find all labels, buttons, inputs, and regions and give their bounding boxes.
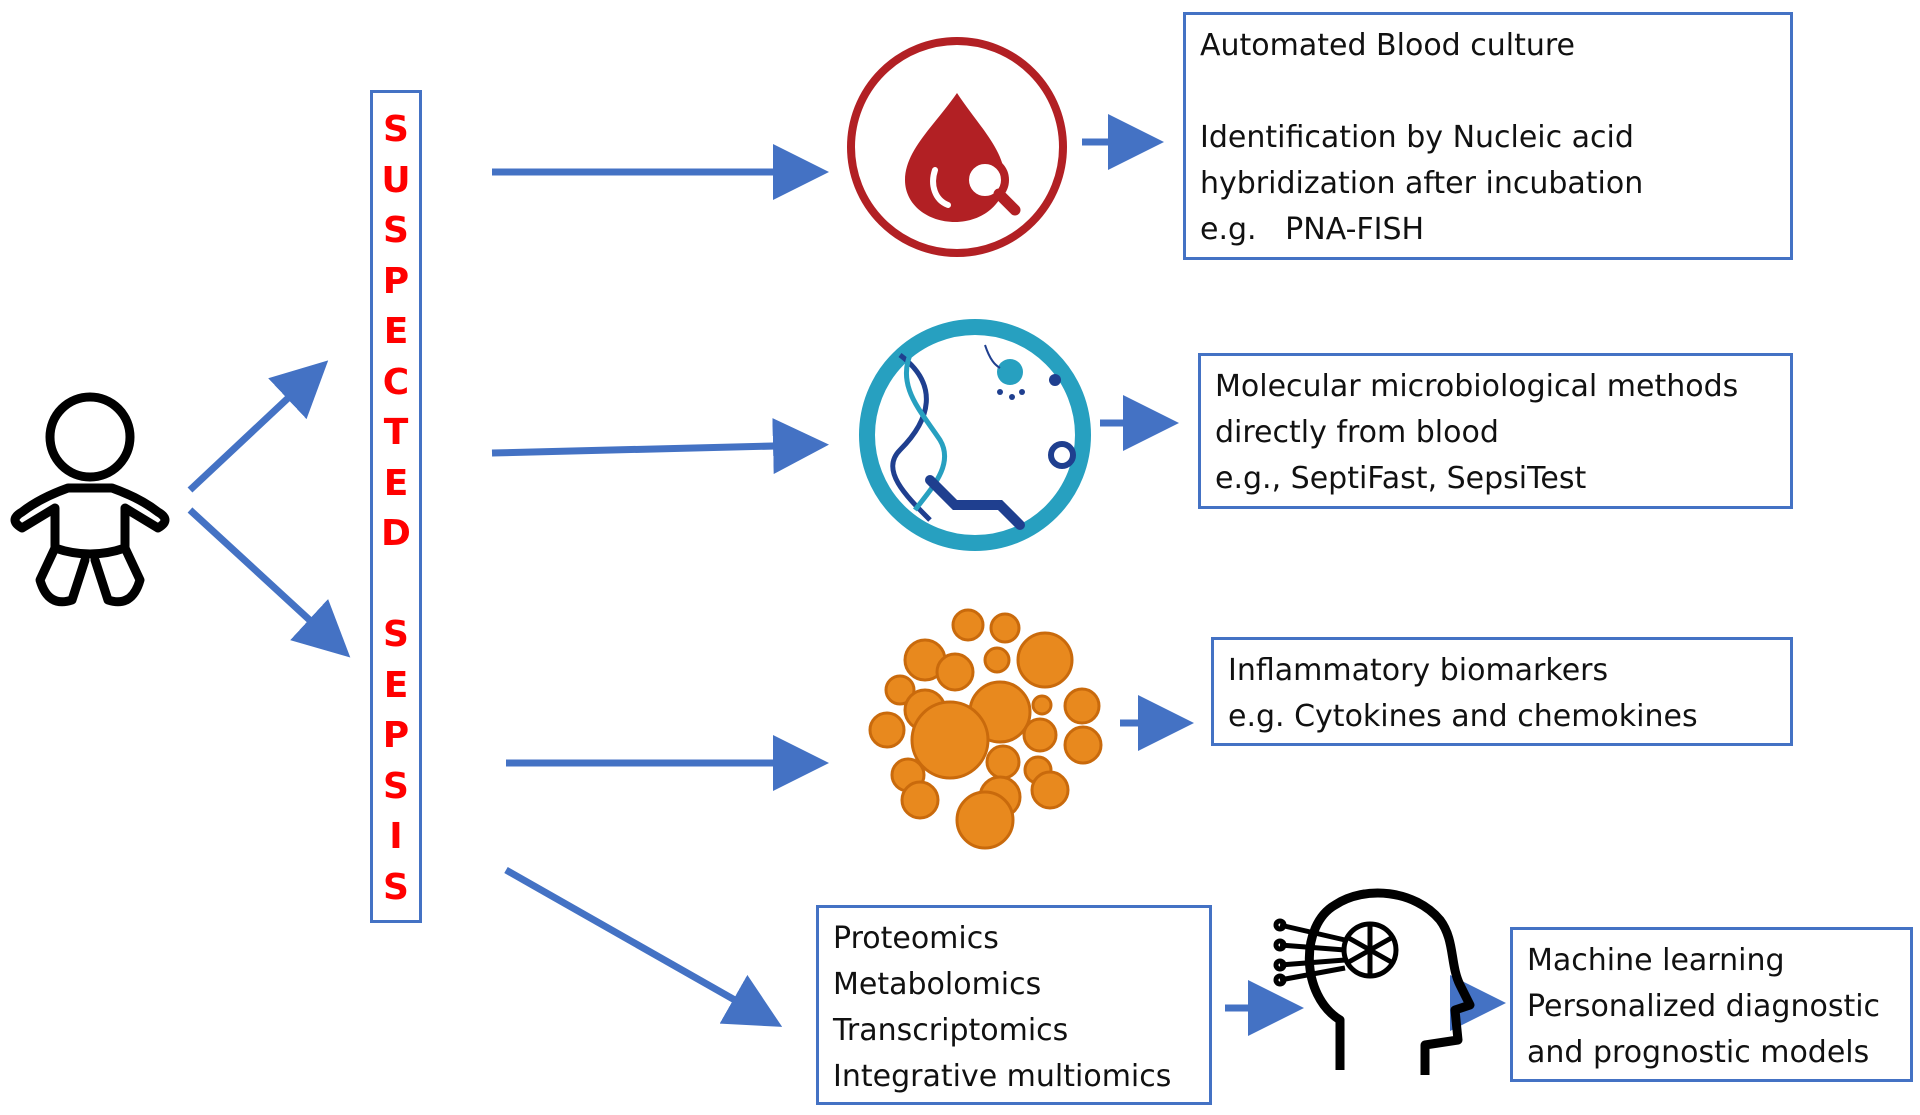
arrow-baby-down xyxy=(187,507,351,658)
blood-culture-box: Automated Blood culture Identification b… xyxy=(1183,12,1793,260)
sepsis-letter: S xyxy=(383,210,409,251)
machine-learning-box: Machine learning Personalized diagnostic… xyxy=(1510,927,1913,1082)
molecular-example: e.g., SeptiFast, SepsiTest xyxy=(1215,461,1587,496)
sepsis-letter: S xyxy=(383,614,409,655)
omics-item: Integrative multiomics xyxy=(833,1059,1172,1094)
baby-icon xyxy=(10,392,170,607)
blood-culture-line: Identification by Nucleic acid xyxy=(1200,120,1634,155)
ml-title: Machine learning xyxy=(1527,943,1785,978)
cell-cluster-icon xyxy=(868,608,1103,850)
blood-culture-title: Automated Blood culture xyxy=(1200,28,1576,63)
sepsis-letter: E xyxy=(383,311,409,352)
sepsis-letter: C xyxy=(382,361,410,403)
sepsis-letter: E xyxy=(383,462,409,504)
biomarkers-example: e.g. Cytokines and chemokines xyxy=(1228,699,1698,734)
arrow-to-omics-box xyxy=(504,866,783,1027)
flow-arrows xyxy=(187,114,1506,1036)
biomarkers-box: Inflammatory biomarkers e.g. Cytokines a… xyxy=(1211,637,1793,746)
blood-culture-example: e.g. PNA-FISH xyxy=(1200,212,1425,247)
sepsis-letter: E xyxy=(383,664,409,706)
sepsis-letter: S xyxy=(383,109,409,150)
blood-culture-line: hybridization after incubation xyxy=(1200,166,1644,201)
molecular-line: directly from blood xyxy=(1215,415,1499,450)
ml-line: Personalized diagnostic xyxy=(1527,989,1881,1024)
biomarkers-title: Inflammatory biomarkers xyxy=(1228,653,1609,688)
arrow-to-molecular-icon xyxy=(491,418,829,475)
dna-microbe-icon xyxy=(859,319,1091,551)
sepsis-letter: I xyxy=(389,816,403,857)
sepsis-letter: P xyxy=(382,260,410,302)
ml-line: and prognostic models xyxy=(1527,1035,1870,1070)
blood-drop-search-icon xyxy=(847,37,1067,257)
omics-item: Metabolomics xyxy=(833,967,1042,1002)
arrow-baby-up xyxy=(187,360,329,493)
ai-head-icon xyxy=(1273,888,1475,1075)
sepsis-letter: T xyxy=(383,412,409,453)
sepsis-letter: S xyxy=(383,765,409,807)
sepsis-letter: D xyxy=(381,513,411,554)
sepsis-letter: S xyxy=(383,866,409,908)
sepsis-letter: U xyxy=(381,159,411,201)
omics-box: Proteomics Metabolomics Transcriptomics … xyxy=(816,905,1212,1105)
molecular-methods-box: Molecular microbiological methods direct… xyxy=(1198,353,1793,509)
molecular-title: Molecular microbiological methods xyxy=(1215,369,1739,404)
sepsis-letter: P xyxy=(382,715,410,756)
omics-item: Proteomics xyxy=(833,921,999,956)
omics-item: Transcriptomics xyxy=(833,1013,1069,1048)
